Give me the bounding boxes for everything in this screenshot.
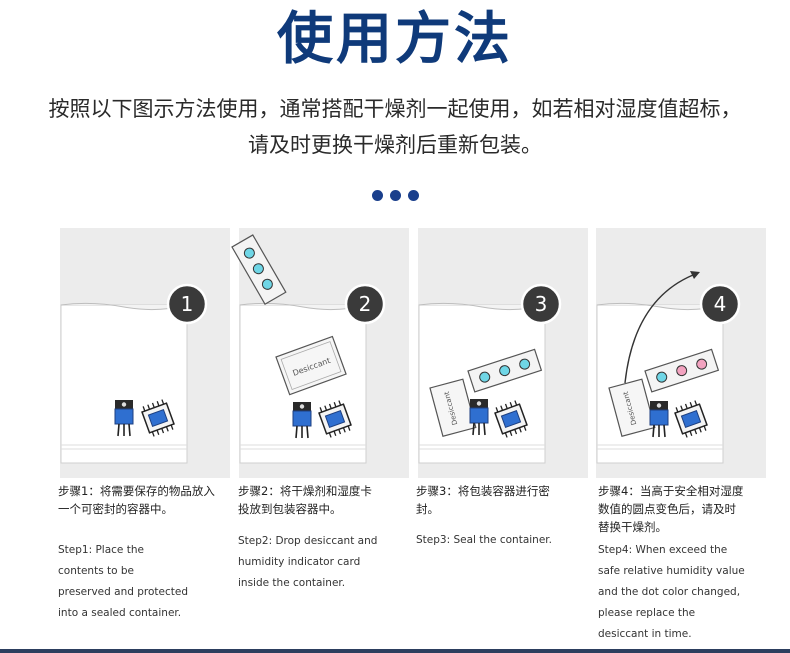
step2-en-text: Step2: Drop desiccant and humidity indic… <box>238 535 378 589</box>
desiccant-pack-icon: Desiccant <box>275 335 347 396</box>
intro-text-line1: 按照以下图示方法使用，通常搭配干燥剂一起使用，如若相对湿度值超标， <box>48 97 742 121</box>
transistor-icon <box>649 400 669 438</box>
bottom-divider <box>0 649 790 653</box>
step3-en-text: Step3: Seal the container. <box>416 534 552 546</box>
transistor-icon <box>292 401 312 439</box>
transistor-icon <box>469 398 489 436</box>
step4-number: 4 <box>714 292 727 316</box>
transistor-icon <box>114 399 134 437</box>
desiccant-pack-icon: Desiccant <box>429 378 477 438</box>
dot-icon <box>372 190 383 201</box>
dot-icon <box>408 190 419 201</box>
step1-cn-text: 步骤1：将需要保存的物品放入一个可密封的容器中。 <box>58 484 215 516</box>
humidity-card-icon <box>231 234 287 305</box>
dot-icon <box>390 190 401 201</box>
arrow-icon <box>624 274 694 384</box>
page-title: 使用方法 <box>277 6 513 72</box>
step1-bag-icon <box>60 302 188 464</box>
step3-number: 3 <box>535 292 548 316</box>
step4-en-text: Step4: When exceed the safe relative hum… <box>598 544 745 640</box>
step1-number: 1 <box>181 292 194 316</box>
step4-cn-text: 步骤4：当高于安全相对湿度数值的圆点变色后，请及时替换干燥剂。 <box>598 484 744 534</box>
step2-cn-text: 步骤2：将干燥剂和湿度卡投放到包装容器中。 <box>238 484 372 516</box>
steps-illustration: Desiccant Desiccant Desiccant 1 2 3 4 <box>60 234 741 464</box>
intro-text-line2: 请及时更换干燥剂后重新包装。 <box>248 133 542 157</box>
divider-dots <box>372 190 420 202</box>
step1-en-text: Step1: Place the contents to be preserve… <box>58 544 188 619</box>
desiccant-pack-icon: Desiccant <box>608 378 656 438</box>
step2-number: 2 <box>359 292 372 316</box>
step3-cn-text: 步骤3：将包装容器进行密封。 <box>416 484 550 516</box>
